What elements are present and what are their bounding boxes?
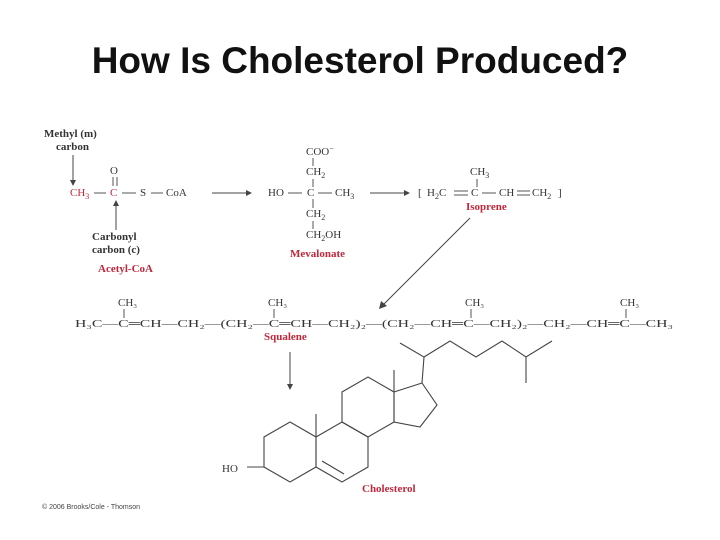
copyright-notice: © 2006 Brooks/Cole - Thomson xyxy=(42,503,140,511)
isoprene-h2c: H2C xyxy=(427,187,446,201)
cholesterol-side-chain-a xyxy=(399,342,425,384)
cholesterol-double-bond xyxy=(321,460,345,475)
isoprene-right-bracket: ] xyxy=(558,187,562,199)
squalene-formula: H₃C—C═CH—CH₂—(CH₂—C═CH—CH₂)₂—(CH₂—CH═C—C… xyxy=(75,318,673,330)
isoprene-structure: CH3 [ H2C C CH CH2 ] Isoprene xyxy=(418,166,562,213)
arrow-isoprene-to-squalene xyxy=(381,217,471,307)
mevalonate-ch2-top: CH2 xyxy=(306,166,325,180)
cholesterol-hydroxyl: HO xyxy=(222,463,238,475)
isoprene-ch: CH xyxy=(499,187,514,199)
cholesterol-name: Cholesterol xyxy=(362,483,416,495)
cholesterol-ring-a xyxy=(263,421,317,483)
isoprene-carbon: C xyxy=(471,187,478,199)
acetyl-coa-group: CoA xyxy=(166,187,187,199)
acetyl-oxygen-atom: O xyxy=(110,165,118,177)
mevalonate-central-carbon: C xyxy=(307,187,314,199)
carbonyl-pointer-arrowhead xyxy=(113,200,119,206)
cholesterol-side-chain-b xyxy=(423,340,553,358)
squalene-methyl-4: CH₃ xyxy=(620,297,639,309)
carbonyl-carbon-label-line2: carbon (c) xyxy=(92,244,140,256)
squalene-methyl-3: CH₃ xyxy=(465,297,484,309)
acetyl-methyl-group: CH3 xyxy=(70,187,89,201)
mevalonate-name: Mevalonate xyxy=(290,248,345,260)
methyl-carbon-label-line1: Methyl (m) xyxy=(44,128,97,140)
isoprene-name: Isoprene xyxy=(466,201,507,213)
isoprene-methyl: CH3 xyxy=(470,166,489,180)
isoprene-left-bracket: [ xyxy=(418,187,422,199)
acetyl-sulfur: S xyxy=(140,187,146,199)
squalene-methyl-2: CH₃ xyxy=(268,297,287,309)
arrow-acetyl-to-mevalonate-head xyxy=(246,190,252,196)
arrow-isoprene-to-squalene-head xyxy=(379,301,387,309)
methyl-pointer-arrowhead xyxy=(70,180,76,186)
arrow-mevalonate-to-isoprene-head xyxy=(404,190,410,196)
acetyl-coa-structure: Methyl (m) carbon O CH3 C S CoA Carbonyl… xyxy=(44,128,187,275)
acetyl-carbonyl-carbon: C xyxy=(110,187,117,199)
cholesterol-ring-d xyxy=(393,382,438,428)
mevalonate-carboxylate: COO− xyxy=(306,144,334,158)
page-title: How Is Cholesterol Produced? xyxy=(91,40,629,81)
carbonyl-carbon-label-line1: Carbonyl xyxy=(92,231,137,243)
methyl-carbon-label-line2: carbon xyxy=(56,141,89,153)
squalene-name: Squalene xyxy=(264,331,307,343)
cholesterol-structure: HO Cholesterol xyxy=(222,340,553,495)
arrow-squalene-to-cholesterol-head xyxy=(287,384,293,390)
acetyl-coa-name: Acetyl-CoA xyxy=(98,263,153,275)
squalene-methyl-1: CH₃ xyxy=(118,297,137,309)
mevalonate-ch2-bottom: CH2 xyxy=(306,208,325,222)
mevalonate-methyl: CH3 xyxy=(335,187,354,201)
mevalonate-structure: COO− CH2 HO C CH3 CH2 CH2OH Mevalonate xyxy=(268,144,354,260)
mevalonate-hydroxyl: HO xyxy=(268,187,284,199)
isoprene-ch2: CH2 xyxy=(532,187,551,201)
cholesterol-ring-c xyxy=(341,376,395,438)
mevalonate-ch2oh: CH2OH xyxy=(306,229,341,243)
squalene-structure: CH₃ CH₃ CH₃ CH₃ H₃C—C═CH—CH₂—(CH₂—C═CH—C… xyxy=(75,297,673,343)
